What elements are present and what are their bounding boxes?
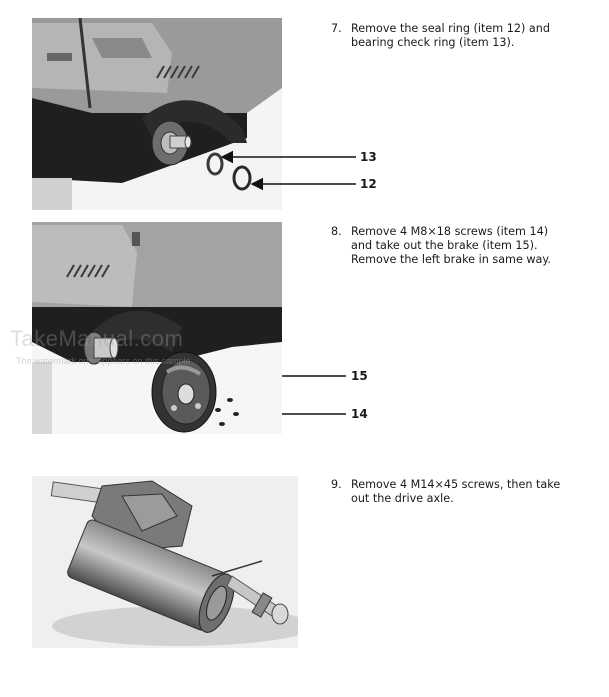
callout-15: 15 [351, 369, 368, 383]
watermark-brand: TakeManual.com [10, 326, 184, 351]
figure-step-8 [32, 222, 282, 434]
callout-13: 13 [360, 150, 377, 164]
step-instruction: Remove 4 M8×18 screws (item 14) and take… [351, 225, 551, 266]
step-number: 7. [331, 22, 342, 35]
step-number: 9. [331, 478, 342, 491]
step-8-illustration [32, 222, 282, 434]
figure-step-7 [32, 18, 282, 210]
callout-12: 12 [360, 177, 377, 191]
step-9-illustration [32, 476, 298, 648]
step-instruction: Remove 4 M14×45 screws, then take out th… [351, 478, 561, 505]
step-instruction: Remove the seal ring (item 12) and beari… [351, 22, 550, 49]
step-number: 8. [331, 225, 342, 238]
step-7-illustration [32, 18, 282, 210]
figure-step-9 [32, 476, 298, 648]
callout-14: 14 [351, 407, 368, 421]
watermark-note: The watermark only appears on this sampl… [16, 356, 191, 366]
